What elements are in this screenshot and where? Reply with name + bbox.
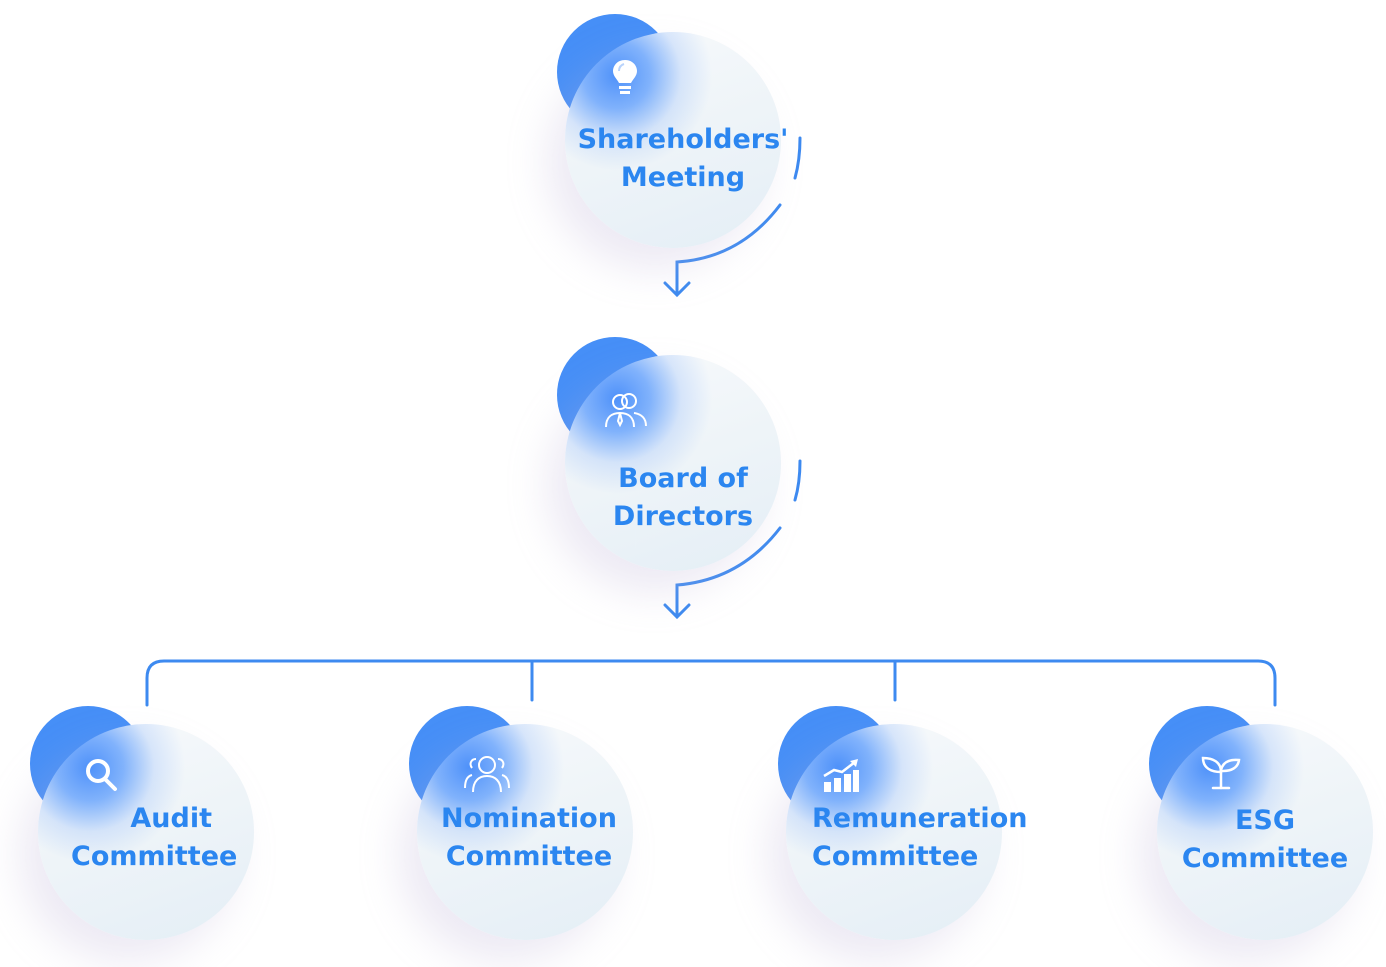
- label-line: Committee: [445, 841, 613, 872]
- node-label: ESG Committee: [1157, 802, 1373, 878]
- node-label: Nomination Committee: [419, 800, 639, 876]
- node-disc: [565, 32, 781, 248]
- people-tie-icon: [605, 393, 647, 428]
- label-line: Committee: [1181, 843, 1349, 874]
- bar-chart-up-icon: [823, 759, 859, 792]
- label-line: Committee: [812, 841, 979, 872]
- label-line: Board of: [618, 463, 748, 494]
- arrow-top: [663, 203, 782, 298]
- label-line: Nomination: [441, 803, 617, 834]
- node-label: Audit Committee: [58, 800, 238, 876]
- node-disc: [786, 724, 1002, 940]
- arc-dash-top: [793, 136, 802, 180]
- label-line: Shareholders': [577, 124, 789, 155]
- node-disc: [38, 724, 254, 940]
- node-disc: [1157, 724, 1373, 940]
- label-line: Audit: [130, 803, 212, 834]
- node-label: Shareholders' Meeting: [575, 121, 791, 197]
- label-line: ESG: [1234, 805, 1296, 836]
- label-line: Directors: [612, 501, 754, 532]
- branch-line: [145, 659, 1277, 707]
- group-icon: [464, 756, 510, 793]
- label-line: Meeting: [620, 162, 746, 193]
- sprout-icon: [1201, 756, 1241, 790]
- node-label: Board of Directors: [575, 460, 791, 536]
- arrow-board: [663, 526, 782, 620]
- node-disc: [417, 724, 633, 940]
- lightbulb-icon: [613, 60, 637, 94]
- node-disc: [565, 355, 781, 571]
- search-icon: [86, 759, 117, 791]
- arc-dash-board: [793, 459, 802, 502]
- node-label: Remuneration Committee: [812, 800, 1032, 876]
- label-line: Remuneration: [812, 803, 1028, 834]
- label-line: Committee: [71, 841, 238, 872]
